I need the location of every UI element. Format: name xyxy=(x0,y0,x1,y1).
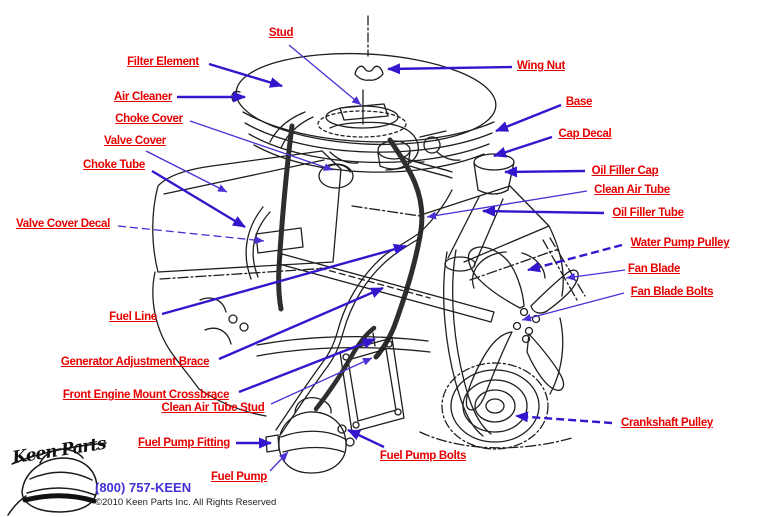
part-label-fuel-line[interactable]: Fuel Line xyxy=(109,311,157,323)
part-label-generator-adjustment-brace[interactable]: Generator Adjustment Brace xyxy=(60,356,210,368)
callout-arrow-cap-decal xyxy=(493,135,553,158)
part-label-base[interactable]: Base xyxy=(565,96,593,108)
callout-arrow-clean-air-tube-stud xyxy=(270,357,373,405)
callout-arrow-valve-cover-decal xyxy=(117,225,265,245)
air-cleaner-art xyxy=(231,15,497,173)
right-bank-art xyxy=(351,159,586,395)
part-label-fuel-pump[interactable]: Fuel Pump xyxy=(210,471,268,483)
part-label-choke-tube[interactable]: Choke Tube xyxy=(83,159,145,171)
part-label-air-cleaner[interactable]: Air Cleaner xyxy=(113,91,173,103)
crankshaft-pulley-art xyxy=(441,362,549,450)
part-label-clean-air-tube-stud[interactable]: Clean Air Tube Stud xyxy=(161,402,265,414)
callout-arrow-valve-cover xyxy=(145,150,228,193)
part-label-water-pump-pulley[interactable]: Water Pump Pulley xyxy=(630,237,730,249)
callout-arrow-fuel-pump-bolts xyxy=(347,428,385,449)
callout-arrow-water-pump-pulley xyxy=(527,243,623,273)
callout-arrow-fuel-pump xyxy=(269,451,289,472)
callout-arrow-base xyxy=(495,103,562,133)
part-label-fan-blade[interactable]: Fan Blade xyxy=(627,263,681,275)
part-label-valve-cover-decal[interactable]: Valve Cover Decal xyxy=(16,218,110,230)
callout-arrow-generator-adjustment-brace xyxy=(218,286,384,361)
valve-cover-art xyxy=(152,150,342,280)
callout-arrow-choke-tube xyxy=(151,169,246,229)
crossbrace-art xyxy=(256,332,431,357)
callout-arrow-oil-filler-tube xyxy=(482,205,605,217)
phone-number: (800) 757-KEEN xyxy=(95,480,192,495)
callout-arrow-crankshaft-pulley xyxy=(515,411,613,425)
part-label-front-engine-mount-crossbrace[interactable]: Front Engine Mount Crossbrace xyxy=(62,389,230,401)
callout-arrow-front-engine-mount-crossbrace xyxy=(238,337,376,394)
callout-arrow-oil-filler-cap xyxy=(504,166,586,178)
callout-arrow-filter-element xyxy=(208,62,283,88)
part-label-valve-cover[interactable]: Valve Cover xyxy=(104,135,166,147)
fan-art xyxy=(443,246,579,437)
part-label-fuel-pump-fitting[interactable]: Fuel Pump Fitting xyxy=(138,437,230,449)
callout-arrow-fan-blade xyxy=(565,269,626,281)
part-label-wing-nut[interactable]: Wing Nut xyxy=(517,60,565,72)
choke-tube-art xyxy=(245,123,295,312)
clean-air-tube-art xyxy=(373,137,425,360)
part-label-fan-blade-bolts[interactable]: Fan Blade Bolts xyxy=(630,286,714,298)
part-label-stud[interactable]: Stud xyxy=(268,27,294,39)
part-label-oil-filler-cap[interactable]: Oil Filler Cap xyxy=(591,165,659,177)
part-label-filter-element[interactable]: Filter Element xyxy=(127,56,199,68)
carburetor-art xyxy=(318,121,425,189)
part-label-oil-filler-tube[interactable]: Oil Filler Tube xyxy=(612,207,684,219)
fuel-pump-art xyxy=(259,189,453,474)
part-label-choke-cover[interactable]: Choke Cover xyxy=(115,113,183,125)
callout-arrow-wing-nut xyxy=(387,63,513,75)
callout-arrow-choke-cover xyxy=(189,120,334,171)
engine-block-art xyxy=(152,271,573,449)
part-label-clean-air-tube[interactable]: Clean Air Tube xyxy=(594,184,670,196)
callout-arrow-clean-air-tube xyxy=(426,190,588,220)
part-label-crankshaft-pulley[interactable]: Crankshaft Pulley xyxy=(620,417,714,429)
generator-brace-art xyxy=(278,253,495,323)
keen-parts-logo-text: Keen Parts xyxy=(11,433,108,469)
callout-arrow-fuel-line xyxy=(161,243,407,316)
callout-arrow-stud xyxy=(288,44,362,106)
part-label-fuel-pump-bolts[interactable]: Fuel Pump Bolts xyxy=(379,450,467,462)
callout-arrow-fan-blade-bolts xyxy=(521,292,625,322)
copyright-text: ©2010 Keen Parts Inc. All Rights Reserve… xyxy=(95,497,277,508)
oil-filler-art xyxy=(444,153,515,272)
part-label-cap-decal[interactable]: Cap Decal xyxy=(558,128,612,140)
